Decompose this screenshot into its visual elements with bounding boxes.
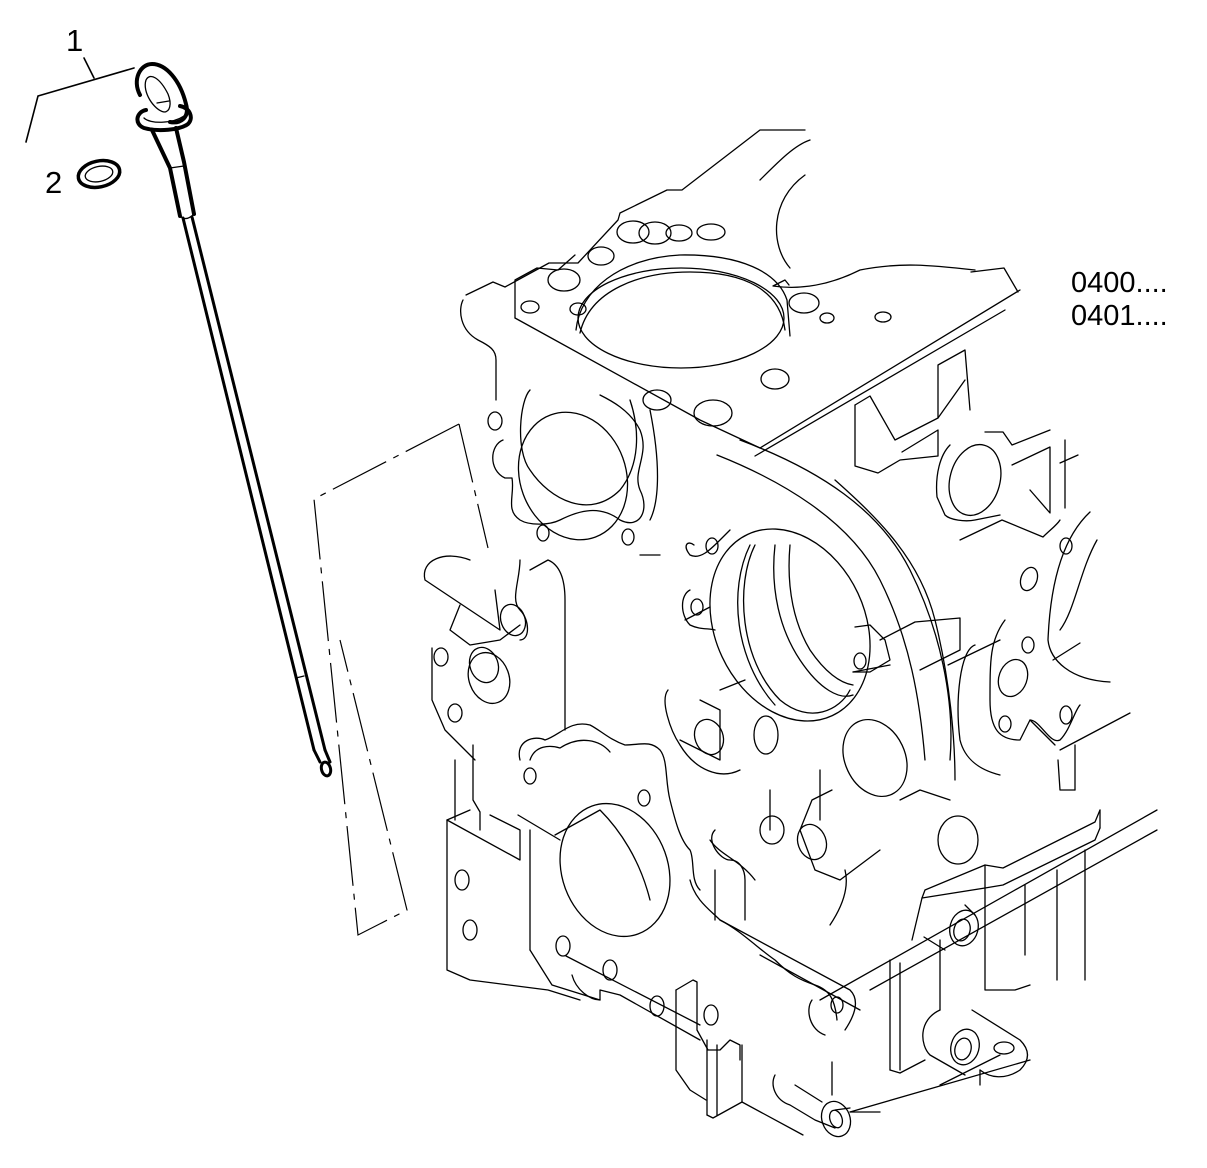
phantom-insertion-outline (313, 423, 489, 936)
dipstick-part-1 (134, 62, 333, 778)
engine-block (423, 129, 1158, 1138)
callout-number-1: 1 (66, 23, 84, 58)
reference-code-list: 0400.... 0401.... (1071, 267, 1168, 334)
reference-code-0401: 0401.... (1071, 300, 1168, 333)
callout-leader-1 (25, 57, 135, 143)
o-ring-part-2 (76, 158, 122, 190)
callout-number-2: 2 (45, 165, 63, 200)
reference-code-0400: 0400.... (1071, 267, 1168, 299)
